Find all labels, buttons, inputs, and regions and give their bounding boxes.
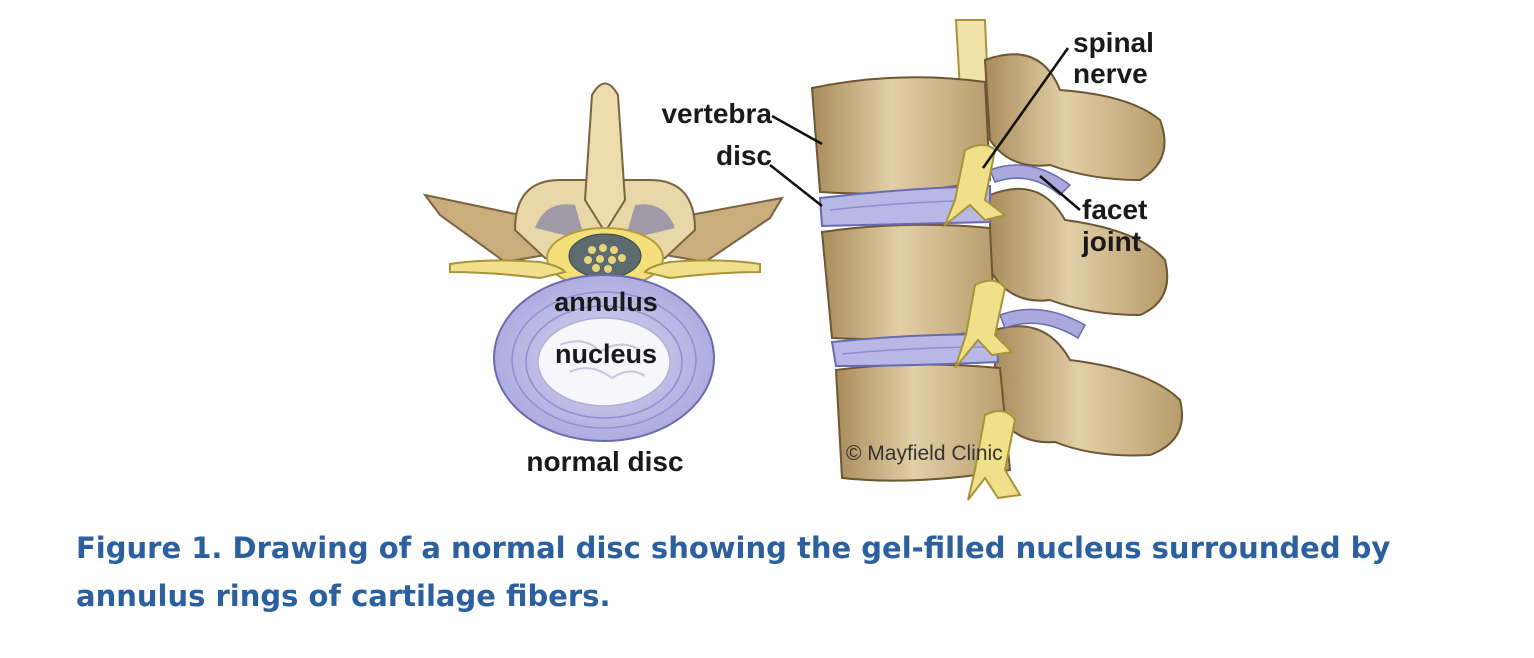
leader-vertebra [771,114,823,146]
label-normal-disc: normal disc [526,446,683,477]
transverse-process-right [663,196,784,264]
axial-vertebra-view: annulus nucleus normal disc [422,82,784,477]
spinous-process [583,82,627,234]
label-spinal-nerve-2: nerve [1073,58,1148,89]
figure-caption: Figure 1. Drawing of a normal disc showi… [76,531,1391,613]
label-annulus: annulus [554,287,658,317]
lateral-spine-view: vertebra disc spinal nerve facet joint ©… [661,19,1183,501]
leader-facet-joint [1039,175,1081,211]
leader-disc [769,164,823,207]
facet-joint-1 [989,164,1072,197]
posterior-process-2 [989,187,1169,317]
facet-joint-2 [999,308,1087,340]
posterior-process-3 [994,325,1183,457]
label-facet-joint-1: facet [1082,194,1147,225]
copyright-mayfield-clinic: © Mayfield Clinic [846,442,1003,465]
label-spinal-nerve-1: spinal [1073,27,1154,58]
spine-anatomy-illustration: annulus nucleus normal disc vertebra [422,19,1183,501]
label-vertebra: vertebra [661,98,772,129]
leader-spinal-nerve [981,47,1070,169]
nerve-root-left [449,259,567,280]
label-facet-joint-2: joint [1081,226,1141,257]
spinal-nerve-3 [967,410,1022,501]
lateral-disc-2 [830,332,1000,368]
spinal-nerve-1 [942,144,1008,229]
posterior-process-1 [983,53,1166,182]
disc-nucleus [537,317,671,407]
label-disc: disc [716,140,772,171]
spinal-nerve-2 [954,279,1015,369]
transverse-process-left [422,193,547,264]
label-nucleus: nucleus [555,339,657,369]
nerve-root-right [643,259,761,280]
